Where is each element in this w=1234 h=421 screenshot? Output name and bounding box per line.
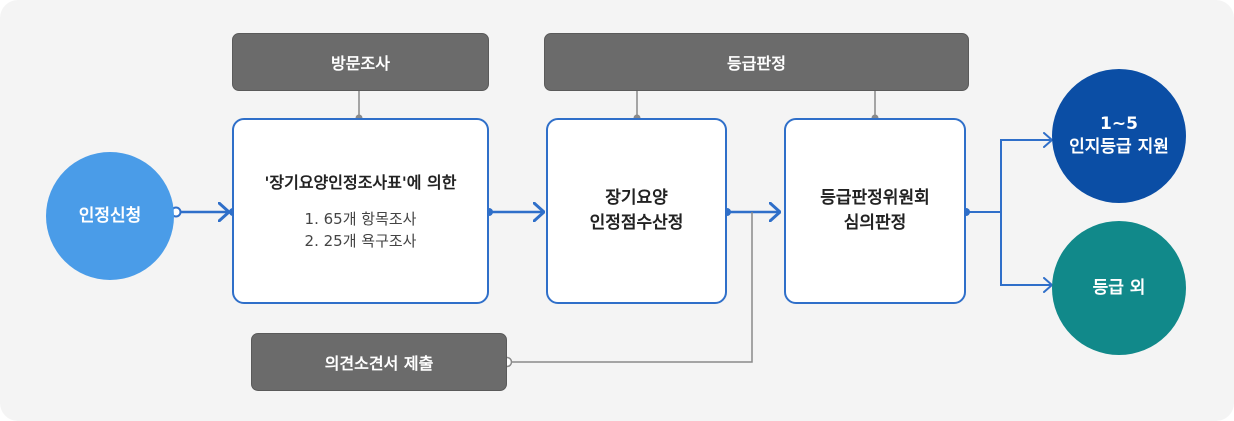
- branch-to-outside: [1000, 212, 1053, 293]
- score-box: 장기요양 인정점수산정: [546, 118, 727, 304]
- grading-header: 등급판정: [544, 33, 969, 91]
- apply-label: 인정신청: [78, 205, 142, 226]
- branch-to-grade: [1000, 132, 1053, 212]
- apply-circle: 인정신청: [46, 152, 174, 280]
- visit-header-label: 방문조사: [331, 54, 390, 73]
- committee-line-1: 등급판정위원회: [820, 188, 930, 209]
- survey-item-1: 1. 65개 항목조사: [304, 210, 417, 229]
- score-line-1: 장기요양: [605, 188, 668, 209]
- grade-support-line-1: 1~5: [1100, 114, 1138, 135]
- opinion-box: 의견소견서 제출: [251, 333, 507, 391]
- opinion-label: 의견소견서 제출: [324, 354, 434, 373]
- committee-box: 등급판정위원회 심의판정: [784, 118, 966, 304]
- grade-support-line-2: 인지등급 지원: [1069, 137, 1169, 157]
- outside-grade-circle: 등급 외: [1052, 221, 1186, 355]
- visit-header: 방문조사: [232, 33, 489, 91]
- committee-line-2: 심의판정: [843, 213, 907, 233]
- survey-box: '장기요양인정조사표'에 의한 1. 65개 항목조사 2. 25개 욕구조사: [232, 118, 489, 304]
- grading-header-label: 등급판정: [727, 54, 786, 73]
- survey-title: '장기요양인정조사표'에 의한: [264, 173, 457, 193]
- outside-grade-label: 등급 외: [1092, 277, 1146, 298]
- survey-item-2: 2. 25개 욕구조사: [304, 232, 417, 250]
- score-line-2: 인정점수산정: [589, 213, 684, 233]
- grade-support-circle: 1~5 인지등급 지원: [1052, 69, 1186, 203]
